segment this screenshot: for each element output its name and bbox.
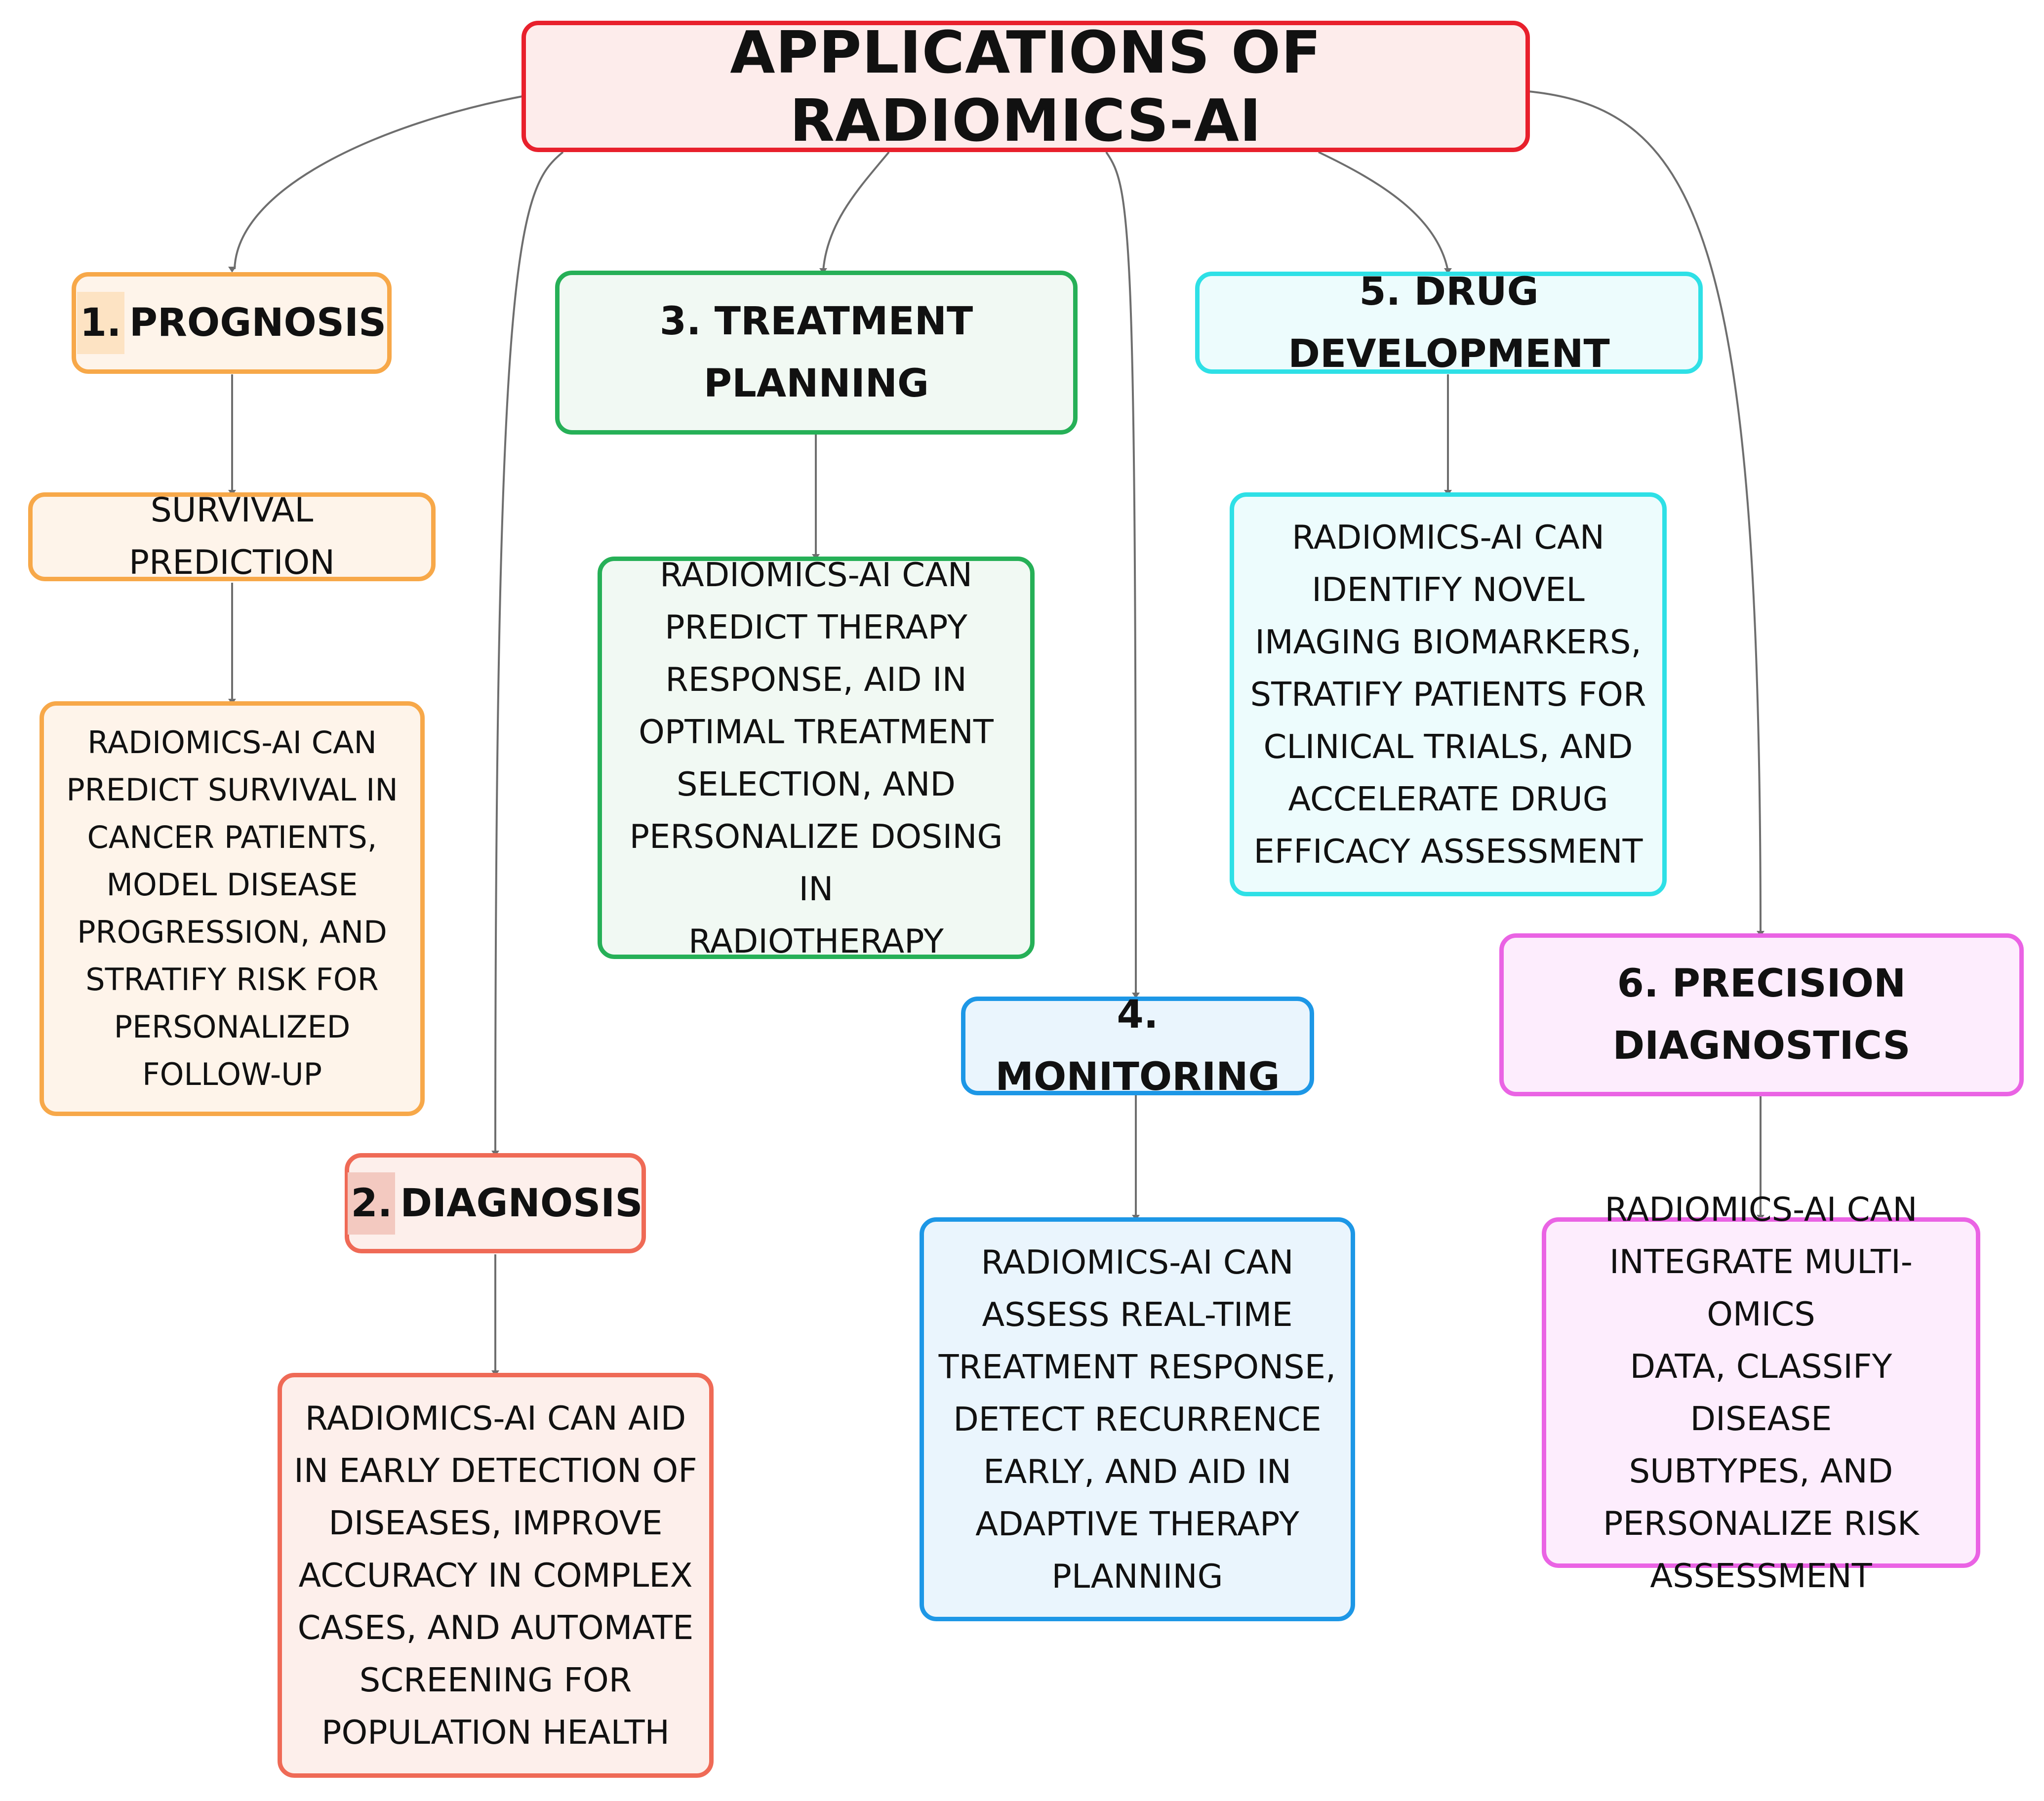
connector-root-prognosis: [234, 95, 523, 270]
connector-root-diagnosis: [494, 151, 564, 1154]
precision-desc-line: INTEGRATE MULTI-OMICS: [1609, 1242, 1913, 1333]
drug-description: RADIOMICS-AI CAN IDENTIFY NOVEL IMAGING …: [1230, 492, 1667, 896]
prognosis-desc-line: PERSONALIZED: [114, 1009, 351, 1045]
treatment-desc-line: PREDICT THERAPY: [665, 607, 967, 646]
branch-diagnosis: 2.DIAGNOSIS: [345, 1153, 646, 1253]
prognosis-desc-line: MODEL DISEASE: [106, 867, 358, 903]
diagnosis-desc-line: SCREENING FOR: [359, 1661, 632, 1699]
monitoring-heading: 4. MONITORING: [995, 993, 1280, 1099]
prognosis-label: PROGNOSIS: [129, 301, 387, 345]
monitoring-desc-line: DETECT RECURRENCE: [953, 1400, 1322, 1439]
drug-desc-line: CLINICAL TRIALS, AND: [1263, 727, 1633, 766]
drug-heading: 5. DRUG DEVELOPMENT: [1288, 269, 1610, 376]
drug-desc-line: STRATIFY PATIENTS FOR: [1250, 675, 1646, 714]
connector-root-treatment: [822, 151, 890, 271]
diagnosis-desc-line: CASES, AND AUTOMATE: [297, 1608, 694, 1647]
precision-desc-line: PERSONALIZE RISK: [1603, 1504, 1919, 1543]
root-title-node: APPLICATIONS OF RADIOMICS-AI: [521, 18, 1530, 155]
branch-prognosis: 1.PROGNOSIS: [72, 272, 392, 374]
treatment-desc-line: RADIOTHERAPY: [688, 921, 944, 961]
branch-treatment-planning: 3. TREATMENT PLANNING: [555, 271, 1078, 435]
monitoring-desc-line: ADAPTIVE THERAPY: [975, 1505, 1299, 1543]
prognosis-desc-line: PREDICT SURVIVAL IN: [66, 772, 398, 808]
drug-desc-line: EFFICACY ASSESSMENT: [1253, 832, 1643, 871]
monitoring-desc-line: EARLY, AND AID IN: [983, 1452, 1291, 1491]
precision-desc-line: SUBTYPES, AND: [1629, 1452, 1893, 1490]
branch-monitoring: 4. MONITORING: [961, 993, 1314, 1099]
page-title: APPLICATIONS OF RADIOMICS-AI: [730, 18, 1322, 155]
monitoring-description: RADIOMICS-AI CAN ASSESS REAL-TIME TREATM…: [920, 1217, 1355, 1621]
drug-desc-line: RADIOMICS-AI CAN: [1292, 518, 1604, 557]
precision-description: RADIOMICS-AI CAN INTEGRATE MULTI-OMICS D…: [1542, 1190, 1980, 1595]
drug-desc-line: IDENTIFY NOVEL: [1312, 570, 1585, 609]
diagnosis-desc-line: POPULATION HEALTH: [321, 1713, 670, 1752]
arrowhead-drug: [1444, 268, 1452, 274]
treatment-desc-line: SELECTION, AND: [677, 764, 956, 803]
treatment-description: RADIOMICS-AI CAN PREDICT THERAPY RESPONS…: [598, 556, 1035, 961]
prognosis-desc-line: FOLLOW-UP: [142, 1056, 322, 1092]
arrowhead-monitoring: [1132, 993, 1140, 999]
diagnosis-description: RADIOMICS-AI CAN AID IN EARLY DETECTION …: [278, 1373, 714, 1778]
subtopic-survival-prediction: SURVIVAL PREDICTION: [28, 491, 436, 582]
connector-root-drug: [1318, 151, 1449, 271]
survival-prediction-label: SURVIVAL PREDICTION: [128, 491, 335, 582]
monitoring-desc-line: ASSESS REAL-TIME: [982, 1295, 1293, 1334]
precision-heading-line: DIAGNOSTICS: [1612, 1024, 1911, 1068]
monitoring-desc-line: RADIOMICS-AI CAN: [981, 1243, 1294, 1281]
precision-desc-line: DATA, CLASSIFY DISEASE: [1630, 1347, 1892, 1438]
branch-drug-development: 5. DRUG DEVELOPMENT: [1195, 270, 1703, 376]
treatment-heading-line: 3. TREATMENT: [659, 299, 973, 344]
monitoring-desc-line: PLANNING: [1051, 1557, 1223, 1596]
precision-desc-line: ASSESSMENT: [1650, 1557, 1872, 1595]
precision-heading-line: 6. PRECISION: [1617, 961, 1906, 1006]
drug-desc-line: IMAGING BIOMARKERS,: [1255, 623, 1642, 661]
diagnosis-desc-line: RADIOMICS-AI CAN AID: [305, 1399, 686, 1438]
monitoring-desc-line: TREATMENT RESPONSE,: [938, 1348, 1336, 1386]
prognosis-desc-line: CANCER PATIENTS,: [87, 819, 377, 855]
precision-desc-line: RADIOMICS-AI CAN: [1604, 1190, 1918, 1229]
drug-desc-line: ACCELERATE DRUG: [1288, 780, 1608, 818]
connector-root-precision: [1528, 90, 1762, 934]
diagnosis-desc-line: ACCURACY IN COMPLEX: [298, 1556, 693, 1595]
prognosis-desc-line: STRATIFY RISK FOR: [85, 961, 379, 998]
treatment-desc-line: OPTIMAL TREATMENT: [639, 712, 994, 751]
diagnosis-number: 2.: [348, 1172, 396, 1235]
treatment-heading-line: PLANNING: [703, 361, 929, 406]
diagnosis-desc-line: IN EARLY DETECTION OF: [294, 1451, 697, 1490]
treatment-desc-line: PERSONALIZE DOSING IN: [629, 817, 1003, 908]
diagnosis-desc-line: DISEASES, IMPROVE: [328, 1504, 663, 1542]
branch-precision-diagnostics: 6. PRECISION DIAGNOSTICS: [1499, 933, 2024, 1096]
prognosis-description: RADIOMICS-AI CAN PREDICT SURVIVAL IN CAN…: [40, 701, 425, 1116]
prognosis-desc-line: PROGRESSION, AND: [77, 914, 387, 950]
treatment-desc-line: RESPONSE, AID IN: [665, 660, 967, 699]
prognosis-number: 1.: [77, 292, 124, 354]
arrowhead-prognosis: [228, 267, 236, 273]
treatment-desc-line: RADIOMICS-AI CAN: [660, 555, 972, 594]
connector-root-monitoring: [1105, 151, 1137, 996]
diagnosis-label: DIAGNOSIS: [400, 1181, 643, 1226]
prognosis-desc-line: RADIOMICS-AI CAN: [87, 724, 377, 760]
